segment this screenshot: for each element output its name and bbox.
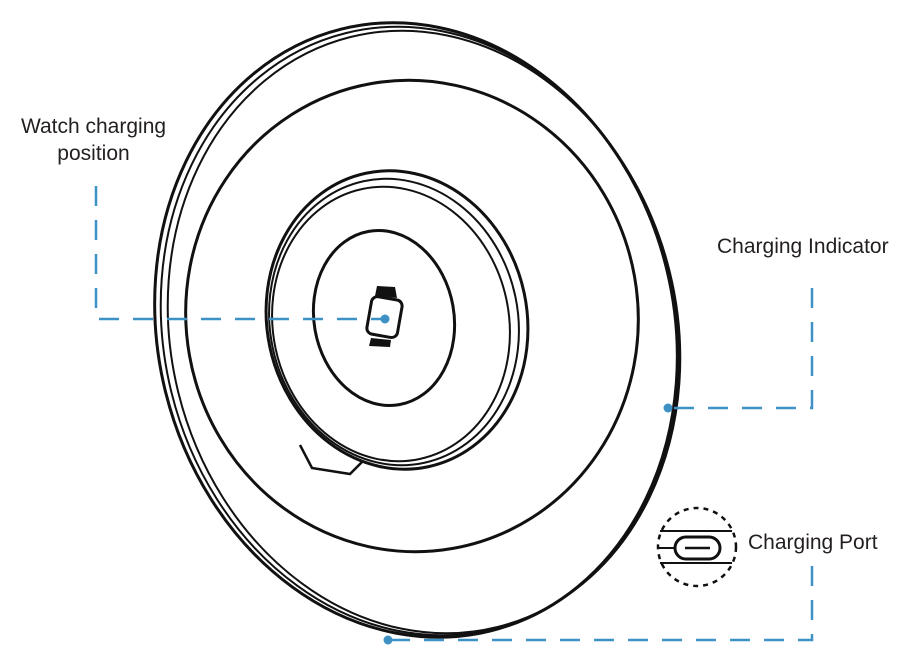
cable-slot — [298, 444, 363, 476]
watch-position-label: Watch charging position — [11, 113, 176, 167]
watch-position-dot — [380, 314, 390, 324]
pad-outer-edge — [153, 21, 679, 639]
usb-c-port-icon — [656, 506, 738, 588]
charging-port-label: Charging Port — [748, 531, 878, 554]
charging-pad — [153, 21, 682, 639]
indicator-dot — [663, 403, 673, 413]
charging-indicator-label: Charging Indicator — [717, 235, 889, 258]
watch-puck — [311, 228, 457, 408]
port-dot — [383, 635, 393, 645]
watch-position-label-line2: position — [57, 142, 130, 165]
callout-lines — [94, 186, 814, 642]
pad-middle-ring — [184, 78, 640, 554]
port-callout — [388, 566, 814, 642]
watch-position-label-line1: Watch charging — [20, 115, 167, 138]
indicator-callout — [668, 288, 814, 410]
watch-position-callout — [94, 186, 385, 321]
pad-inner-ring — [264, 169, 530, 471]
